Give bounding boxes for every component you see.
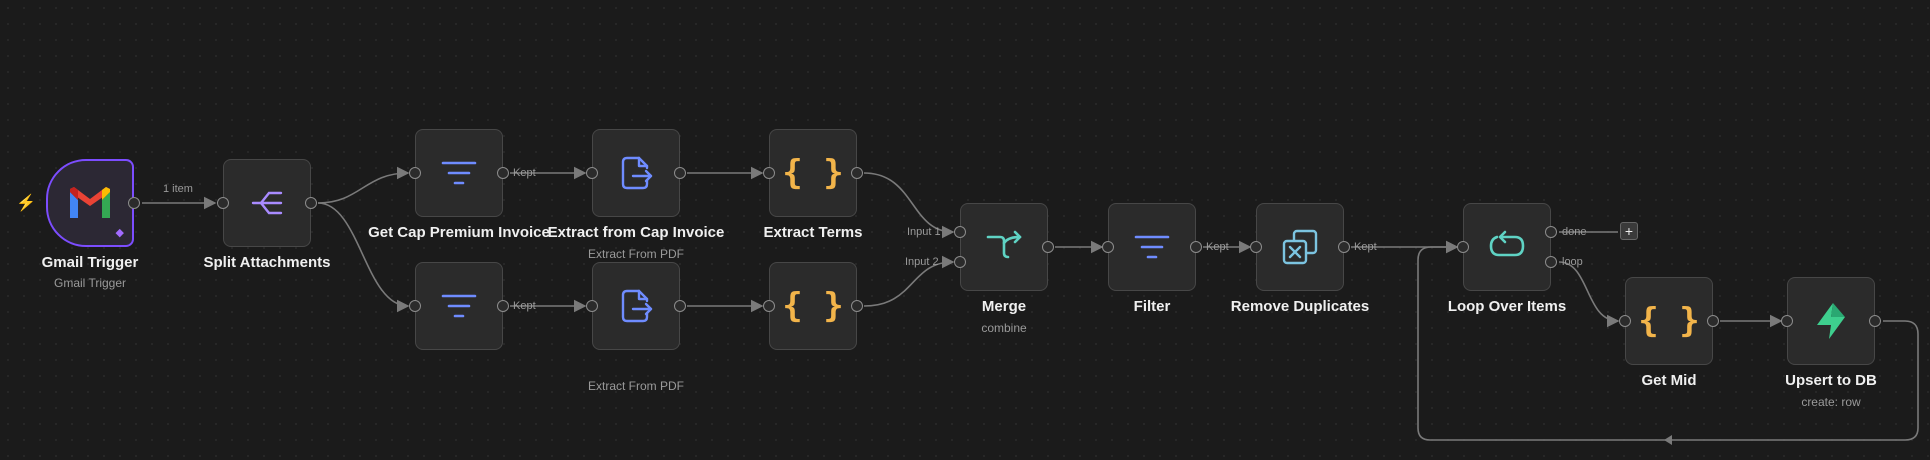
node-label: Merge — [981, 298, 1027, 315]
pin-icon: ◆ — [115, 227, 124, 239]
edge-label-kept: Kept — [1354, 241, 1377, 253]
filter-icon — [1134, 235, 1170, 259]
edge-split-filterbottom[interactable] — [317, 202, 410, 313]
node-sublabel: create: row — [1801, 395, 1861, 409]
output-handle[interactable] — [497, 167, 509, 179]
edge-label-kept: Kept — [1206, 241, 1229, 253]
edge-code-merge[interactable] — [863, 255, 955, 307]
input-handle[interactable] — [217, 197, 229, 209]
input-handle[interactable] — [1457, 241, 1469, 253]
output-handle[interactable] — [1707, 315, 1719, 327]
node-label: Split Attachments — [203, 254, 331, 271]
remove-duplicates-icon — [1282, 229, 1318, 265]
loop-icon — [1489, 230, 1525, 257]
node-gmail-trigger[interactable]: ◆ — [46, 159, 134, 247]
output-handle-loop[interactable] — [1545, 256, 1557, 268]
code-braces-icon: { } — [782, 286, 844, 326]
output-handle[interactable] — [1190, 241, 1202, 253]
merge-input-2-label: Input 2 — [905, 256, 939, 268]
split-icon — [251, 191, 283, 215]
node-label: Extract Terms — [763, 224, 863, 241]
input-handle[interactable] — [763, 300, 775, 312]
node-label: Remove Duplicates — [1230, 298, 1370, 315]
input-handle[interactable] — [1619, 315, 1631, 327]
node-code-bottom[interactable]: { } — [769, 262, 857, 350]
output-handle-done[interactable] — [1545, 226, 1557, 238]
node-get-mid[interactable]: { } — [1625, 277, 1713, 365]
input-handle[interactable] — [1102, 241, 1114, 253]
output-handle[interactable] — [674, 167, 686, 179]
node-filter[interactable] — [1108, 203, 1196, 291]
input-handle-1[interactable] — [954, 226, 966, 238]
edge-label-loop: loop — [1562, 256, 1583, 268]
output-handle[interactable] — [497, 300, 509, 312]
node-sublabel: Extract From PDF — [587, 247, 684, 261]
output-handle[interactable] — [1869, 315, 1881, 327]
node-merge[interactable] — [960, 203, 1048, 291]
code-braces-icon: { } — [1638, 301, 1700, 341]
node-label: Extract from Cap Invoice — [547, 224, 725, 241]
edge-label-items: 1 item — [163, 183, 193, 195]
node-label: Gmail Trigger — [41, 254, 139, 271]
file-export-icon — [621, 156, 653, 190]
input-handle[interactable] — [1781, 315, 1793, 327]
node-get-cap-premium-invoice[interactable] — [415, 129, 503, 217]
node-filter-bottom[interactable] — [415, 262, 503, 350]
node-label: Loop Over Items — [1447, 298, 1567, 315]
output-handle[interactable] — [851, 167, 863, 179]
output-handle[interactable] — [674, 300, 686, 312]
edge-loop-getmid[interactable] — [1558, 261, 1620, 328]
node-extract-bottom[interactable] — [592, 262, 680, 350]
filter-icon — [441, 161, 477, 185]
file-export-icon — [621, 289, 653, 323]
node-label: Upsert to DB — [1785, 372, 1877, 389]
node-extract-from-cap-invoice[interactable] — [592, 129, 680, 217]
edge-label-kept: Kept — [513, 300, 536, 312]
node-label: Get Mid — [1641, 372, 1697, 389]
edge-label-done: done — [1562, 226, 1587, 238]
supabase-icon — [1817, 303, 1845, 339]
output-handle[interactable] — [305, 197, 317, 209]
edge-terms-merge[interactable] — [863, 172, 955, 239]
node-remove-duplicates[interactable] — [1256, 203, 1344, 291]
output-handle[interactable] — [128, 197, 140, 209]
filter-icon — [441, 294, 477, 318]
input-handle[interactable] — [409, 167, 421, 179]
input-handle[interactable] — [1250, 241, 1262, 253]
node-sublabel: Extract From PDF — [587, 379, 684, 393]
node-split-attachments[interactable] — [223, 159, 311, 247]
output-handle[interactable] — [1338, 241, 1350, 253]
input-handle[interactable] — [586, 300, 598, 312]
node-label: Filter — [1133, 298, 1171, 315]
trigger-bolt-icon: ⚡ — [16, 195, 36, 212]
merge-icon — [986, 230, 1022, 259]
code-braces-icon: { } — [782, 153, 844, 193]
node-sublabel: combine — [981, 321, 1027, 335]
node-upsert-to-db[interactable] — [1787, 277, 1875, 365]
node-sublabel: Gmail Trigger — [53, 276, 127, 290]
node-extract-terms[interactable]: { } — [769, 129, 857, 217]
gmail-icon — [70, 187, 110, 218]
edge-split-getcap[interactable] — [317, 166, 410, 204]
input-handle[interactable] — [763, 167, 775, 179]
input-handle-2[interactable] — [954, 256, 966, 268]
merge-input-1-label: Input 1 — [907, 226, 941, 238]
input-handle[interactable] — [409, 300, 421, 312]
output-handle[interactable] — [851, 300, 863, 312]
node-loop-over-items[interactable] — [1463, 203, 1551, 291]
output-handle[interactable] — [1042, 241, 1054, 253]
node-label: Get Cap Premium Invoice — [368, 224, 550, 241]
edge-label-kept: Kept — [513, 167, 536, 179]
input-handle[interactable] — [586, 167, 598, 179]
add-node-button[interactable]: + — [1620, 222, 1638, 240]
